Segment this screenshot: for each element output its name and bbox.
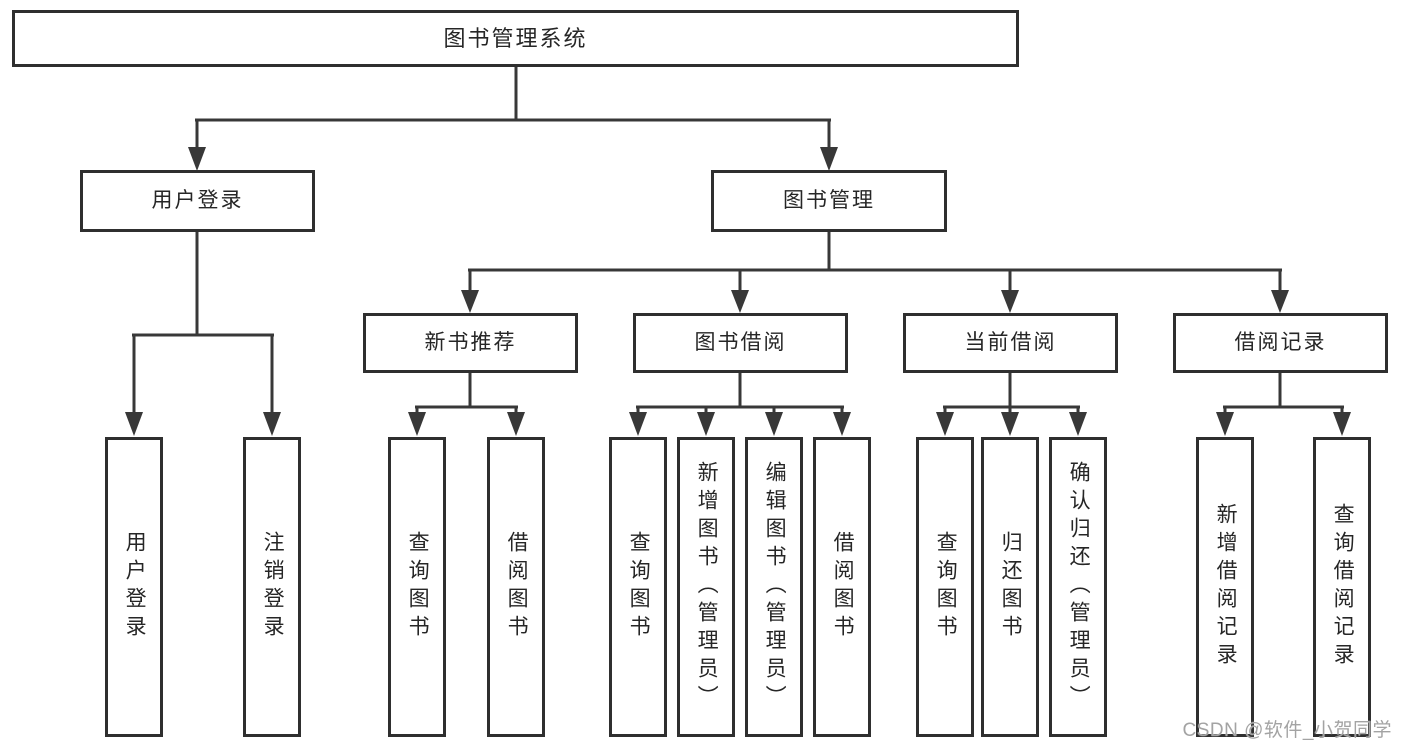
leaf-query-book-1: 查询图书 [388, 437, 446, 737]
node-book-management: 图书管理 [711, 170, 947, 232]
node-current-borrow: 当前借阅 [903, 313, 1118, 373]
csdn-watermark: CSDN @软件_小贺同学 [1182, 720, 1392, 741]
leaf-confirm-return-admin: 确认归还（管理员） [1049, 437, 1107, 737]
leaf-query-book-2: 查询图书 [609, 437, 667, 737]
leaf-query-borrow-record: 查询借阅记录 [1313, 437, 1371, 737]
leaf-borrow-book-2: 借阅图书 [813, 437, 871, 737]
node-library-system: 图书管理系统 [12, 10, 1019, 67]
leaf-edit-book-admin: 编辑图书（管理员） [745, 437, 803, 737]
node-user-login: 用户登录 [80, 170, 315, 232]
leaf-query-book-3: 查询图书 [916, 437, 974, 737]
leaf-add-book-admin: 新增图书（管理员） [677, 437, 735, 737]
leaf-add-borrow-record: 新增借阅记录 [1196, 437, 1254, 737]
leaf-user-login: 用户登录 [105, 437, 163, 737]
node-book-borrow: 图书借阅 [633, 313, 848, 373]
leaf-borrow-book-1: 借阅图书 [487, 437, 545, 737]
node-borrow-records: 借阅记录 [1173, 313, 1388, 373]
node-new-book-recommend: 新书推荐 [363, 313, 578, 373]
leaf-logout: 注销登录 [243, 437, 301, 737]
leaf-return-book: 归还图书 [981, 437, 1039, 737]
